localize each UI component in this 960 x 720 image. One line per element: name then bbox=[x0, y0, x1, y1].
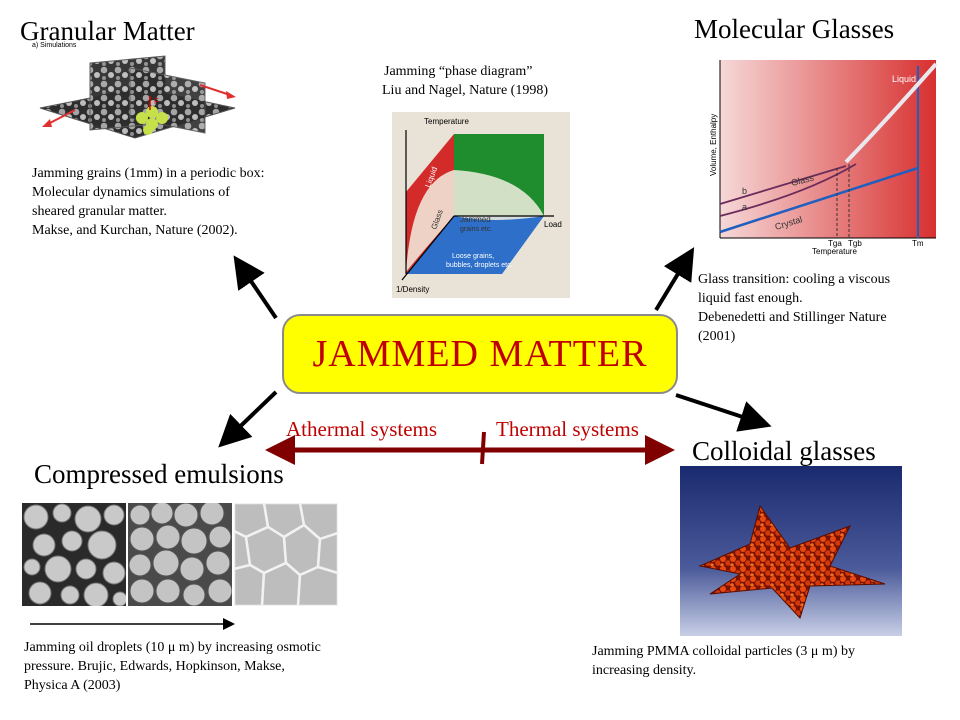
granular-matter-title: Granular Matter bbox=[20, 16, 195, 46]
arrow-to-colloidal bbox=[675, 393, 772, 432]
caption-line: Jamming “phase diagram” bbox=[384, 64, 533, 79]
density-label: 1/Density bbox=[396, 285, 429, 294]
molecular-glass-chart-image: Liquid Glass Crystal b a Volume, Enthalp… bbox=[709, 60, 938, 256]
granular-caption: Jamming grains (1mm) in a periodic box: … bbox=[32, 164, 352, 240]
arrow-to-emulsions bbox=[218, 390, 278, 448]
emulsion-image-loose bbox=[22, 503, 126, 606]
caption-line: increasing density. bbox=[592, 663, 697, 678]
a-label: a bbox=[742, 202, 747, 212]
caption-line: Jamming PMMA colloidal particles (3 μ m)… bbox=[592, 644, 855, 659]
granular-simulation-image: a) Simulations F bbox=[32, 42, 236, 139]
b-label: b bbox=[742, 186, 747, 196]
temperature-label: Temperature bbox=[424, 117, 469, 126]
caption-line: sheared granular matter. bbox=[32, 204, 167, 219]
phase-diagram-image: Temperature Load 1/Density Liquid Glass … bbox=[392, 112, 570, 298]
molecular-caption: Glass transition: cooling a viscous liqu… bbox=[698, 270, 960, 346]
caption-line: liquid fast enough. bbox=[698, 291, 803, 306]
caption-line: Physica A (2003) bbox=[24, 678, 121, 693]
molecular-glasses-title: Molecular Glasses bbox=[694, 14, 895, 44]
load-label: Load bbox=[544, 220, 562, 229]
jammed-matter-box: JAMMED MATTER bbox=[282, 314, 678, 394]
y-axis-label: Volume, Enthalpy bbox=[709, 114, 718, 176]
tgb-label: Tgb bbox=[848, 239, 862, 248]
emulsion-image-compressed bbox=[234, 503, 338, 606]
sim-label: a) Simulations bbox=[32, 42, 77, 49]
liquid-label: Liquid bbox=[892, 74, 916, 84]
thermal-axis-tick bbox=[480, 431, 486, 465]
loose-sub-label: bubbles, droplets etc. bbox=[446, 262, 513, 269]
arrow-to-granular bbox=[233, 255, 278, 320]
caption-line: Jamming grains (1mm) in a periodic box: bbox=[32, 166, 265, 181]
colloidal-caption: Jamming PMMA colloidal particles (3 μ m)… bbox=[592, 642, 960, 680]
colloidal-image bbox=[680, 466, 902, 636]
force-label: F bbox=[154, 97, 159, 106]
compressed-emulsions-title: Compressed emulsions bbox=[34, 459, 284, 489]
caption-line: Jamming oil droplets (10 μ m) by increas… bbox=[24, 640, 321, 655]
jammed-sub-label: grains etc. bbox=[460, 226, 492, 233]
caption-line: Liu and Nagel, Nature (1998) bbox=[382, 83, 548, 98]
emulsion-image-packed bbox=[128, 503, 232, 606]
tm-label: Tm bbox=[912, 239, 924, 248]
caption-line: (2001) bbox=[698, 329, 736, 344]
caption-line: pressure. Brujic, Edwards, Hopkinson, Ma… bbox=[24, 659, 285, 674]
jammed-label: Jammed bbox=[460, 215, 491, 224]
caption-line: Molecular dynamics simulations of bbox=[32, 185, 230, 200]
caption-line: Glass transition: cooling a viscous bbox=[698, 272, 891, 287]
phase-diagram-caption: Jamming “phase diagram” Liu and Nagel, N… bbox=[382, 62, 622, 100]
caption-line: Makse, and Kurchan, Nature (2002). bbox=[32, 223, 238, 238]
tga-label: Tga bbox=[828, 239, 842, 248]
arrow-to-molecular bbox=[654, 247, 695, 312]
jammed-matter-label: JAMMED MATTER bbox=[312, 333, 648, 375]
x-axis-label: Temperature bbox=[812, 247, 857, 256]
loose-label: Loose grains, bbox=[452, 253, 494, 260]
caption-line: Debenedetti and Stillinger Nature bbox=[698, 310, 887, 325]
emulsions-caption: Jamming oil droplets (10 μ m) by increas… bbox=[24, 638, 444, 695]
colloidal-glasses-title: Colloidal glasses bbox=[692, 436, 876, 466]
